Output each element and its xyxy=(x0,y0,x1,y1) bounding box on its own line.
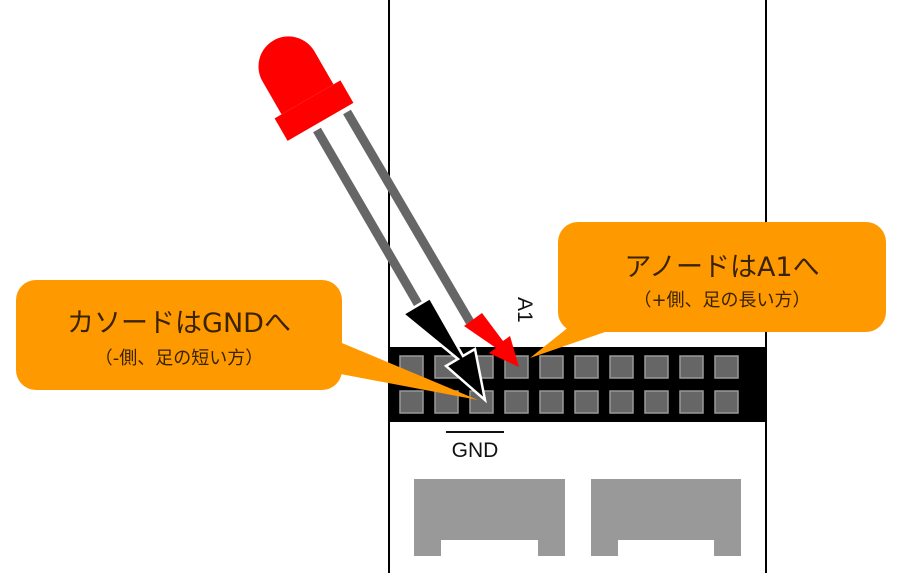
cathode-callout-pointer xyxy=(330,338,478,400)
pin xyxy=(574,390,599,414)
pin xyxy=(714,355,739,379)
cathode-callout-subtitle: （-側、足の短い方） xyxy=(95,348,264,369)
pin-label-gnd-group: GND xyxy=(446,431,504,462)
pin-label-gnd: GND xyxy=(452,439,499,462)
pin xyxy=(679,355,704,379)
pin xyxy=(504,390,529,414)
cathode-callout: カソードはGNDへ （-側、足の短い方） xyxy=(16,280,342,390)
connectors xyxy=(414,479,741,556)
cathode-callout-title: カソードはGNDへ xyxy=(67,308,291,339)
pin xyxy=(644,390,669,414)
led-legs xyxy=(313,109,474,325)
pin xyxy=(714,390,739,414)
connector-left xyxy=(414,479,565,556)
red-arrow-icon xyxy=(464,313,519,367)
red-led-icon xyxy=(258,36,354,141)
pin-label-a1: A1 xyxy=(513,297,536,323)
anode-callout: アノードはA1へ （+側、足の長い方） xyxy=(558,222,886,332)
pin xyxy=(609,390,634,414)
pin-header xyxy=(389,347,766,422)
connector-right xyxy=(591,479,741,556)
led-cathode-leg xyxy=(313,127,422,307)
led-anode-leg xyxy=(343,109,474,325)
pin xyxy=(574,355,599,379)
pin xyxy=(609,355,634,379)
pin xyxy=(679,390,704,414)
anode-callout-title: アノードはA1へ xyxy=(624,252,819,283)
pin xyxy=(539,355,564,379)
pin xyxy=(399,390,424,414)
pin xyxy=(539,390,564,414)
anode-callout-subtitle: （+側、足の長い方） xyxy=(633,290,810,311)
header-pins xyxy=(399,355,739,414)
pin xyxy=(644,355,669,379)
black-arrow-icon xyxy=(400,296,487,404)
